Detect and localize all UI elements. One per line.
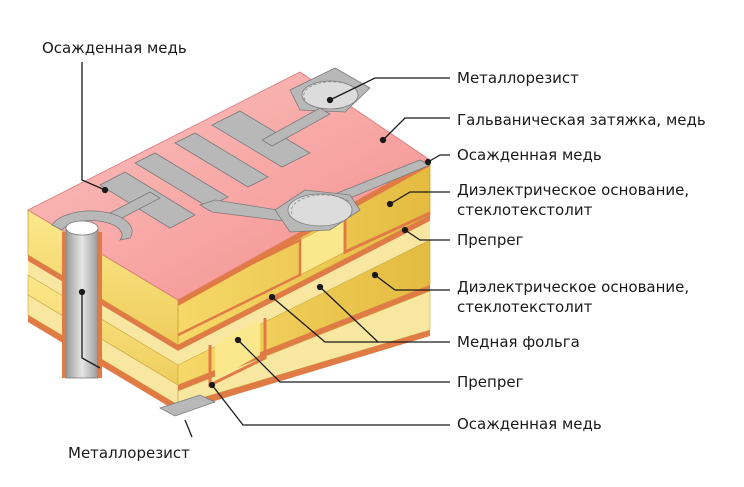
- label-metalloresist-bottom: Металлорезист: [68, 444, 190, 462]
- label-dielectric-1: Диэлектрическое основание, стеклотекстол…: [457, 180, 689, 220]
- leader-dot-prepreg-1: [401, 226, 409, 234]
- leader-dielectric-1: [389, 191, 450, 205]
- leader-dot-galvanic: [379, 136, 387, 144]
- leader-prepreg-2: [237, 339, 450, 383]
- leader-dot-dielectric-2: [371, 271, 379, 279]
- label-deposited-copper-right: Осажденная медь: [457, 146, 602, 164]
- bottom-metalloresist-pad: [158, 394, 217, 417]
- leader-deposited-copper-bottom: [211, 384, 450, 426]
- via-pad-right: [287, 193, 353, 227]
- trace-middle-bar: [174, 132, 269, 188]
- leader-metalloresist-bottom-a: [81, 292, 101, 369]
- leader-metalloresist-right: [329, 77, 450, 101]
- leader-prepreg-1: [404, 229, 450, 241]
- label-dielectric-2: Диэлектрическое основание, стеклотекстол…: [457, 277, 689, 317]
- leader-dot-prepreg-2: [234, 336, 242, 344]
- label-dielectric-2-line1: Диэлектрическое основание,: [457, 278, 690, 296]
- side-copper-layer-1: [178, 215, 430, 351]
- leader-dot-copper-foil-a: [316, 283, 324, 291]
- via-pad-upper-right-dash: [303, 81, 356, 101]
- trace-upper-link: [261, 107, 331, 147]
- leader-dot-metalloresist-barrel: [78, 288, 86, 296]
- leader-dielectric-2: [374, 274, 450, 291]
- label-deposited-copper-top: Осажденная медь: [42, 39, 187, 57]
- label-copper-foil: Медная фольга: [457, 333, 580, 351]
- label-dielectric-2-line2: стеклотекстолит: [457, 298, 593, 316]
- via-barrel-copper-right: [98, 232, 102, 378]
- leader-dot-deposited-copper-bottom: [208, 381, 216, 389]
- leader-dot-copper-foil-b: [268, 293, 276, 301]
- leader-lines: [78, 62, 450, 438]
- label-dielectric-1-line1: Диэлектрическое основание,: [457, 181, 690, 199]
- label-galvanic-copper: Гальваническая затяжка, медь: [457, 111, 706, 129]
- label-prepreg-2: Препрег: [457, 373, 524, 391]
- label-dielectric-1-line2: стеклотекстолит: [457, 201, 593, 219]
- label-deposited-copper-bottom: Осажденная медь: [457, 415, 602, 433]
- via-hole-top: [65, 220, 99, 236]
- top-copper-edge: [178, 160, 430, 306]
- leader-metalloresist-bottom-b: [184, 419, 193, 438]
- inner-copper-step-lower: [208, 318, 267, 388]
- leader-galvanic: [382, 117, 450, 141]
- leader-copper-foil-b: [271, 296, 378, 343]
- via-pad-upper-right: [301, 80, 359, 110]
- trace-lower-bar: [134, 152, 229, 208]
- leader-dot-metalloresist-right: [326, 96, 334, 104]
- leader-dot-deposited-copper-right: [424, 158, 432, 166]
- side-prepreg-fill-lower: [215, 320, 260, 380]
- side-face-right: [177, 164, 431, 412]
- trace-upper-t-bar: [211, 110, 311, 168]
- side-prepreg-1: [178, 221, 430, 365]
- leader-deposited-copper-top: [81, 62, 106, 191]
- label-prepreg-1: Препрег: [457, 231, 524, 249]
- side-copper-bottom: [178, 330, 430, 412]
- inner-copper-step-upper: [343, 211, 431, 255]
- leader-dot-deposited-copper-top: [101, 186, 109, 194]
- leader-deposited-copper-right: [427, 154, 450, 163]
- leader-dot-dielectric-1: [386, 200, 394, 208]
- label-metalloresist-right: Металлорезист: [457, 69, 579, 87]
- via-pad-right-dash: [291, 194, 351, 215]
- via-barrel-copper-left: [62, 232, 66, 378]
